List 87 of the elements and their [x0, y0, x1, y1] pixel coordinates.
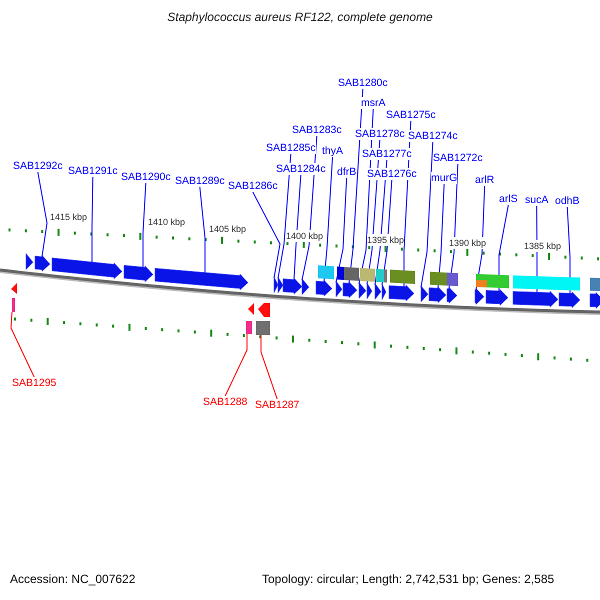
- leader-line: [420, 142, 434, 288]
- gene-block: [258, 303, 270, 317]
- gene-label: thyA: [322, 145, 344, 157]
- leader-line: [476, 186, 486, 290]
- gene-block: [366, 282, 372, 300]
- gene-block: [446, 286, 458, 304]
- gene-label: arlR: [475, 174, 494, 186]
- gene-label: SAB1295: [12, 377, 56, 389]
- leader-line: [448, 164, 458, 290]
- scale-label: 1385 kbp: [524, 240, 562, 252]
- gene-block: [316, 280, 332, 296]
- gene-block: [154, 268, 248, 290]
- leader-line: [199, 186, 206, 274]
- gene-block: [52, 258, 122, 280]
- gene-label: SAB1288: [203, 396, 248, 408]
- scale-label: 1405 kbp: [209, 223, 246, 235]
- gene-label: SAB1277c: [362, 148, 412, 160]
- gene-label: msrA: [361, 97, 386, 109]
- leader-line: [142, 182, 146, 268]
- gene-block: [34, 255, 50, 272]
- gene-block: [274, 276, 278, 293]
- leader-line: [566, 206, 570, 294]
- gene-block: [342, 282, 358, 298]
- gene-box: [256, 321, 270, 335]
- scale-label: 1390 kbp: [449, 237, 486, 249]
- gene-block: [336, 280, 342, 298]
- gene-label: SAB1287: [255, 399, 300, 411]
- gene-block: [124, 265, 154, 282]
- scale-label: 1395 kbp: [367, 234, 404, 246]
- gene-label: SAB1292c: [13, 160, 63, 172]
- leader-line: [294, 174, 302, 280]
- title: Staphylococcus aureus RF122, complete genome: [166, 11, 434, 23]
- leader-line: [336, 178, 348, 283]
- leader-line: [260, 334, 278, 400]
- gene-label: SAB1280c: [338, 77, 388, 89]
- gene-block: [590, 292, 600, 309]
- gene-label: SAB1291c: [68, 165, 118, 177]
- gene-block: [11, 283, 17, 294]
- gene-block: [282, 278, 302, 294]
- gene-box: [12, 298, 15, 312]
- gene-label: sucA: [525, 194, 548, 206]
- leader-line: [348, 88, 364, 284]
- gene-label: murG: [431, 172, 458, 184]
- leader-line: [37, 172, 48, 258]
- footer-text: Accession: NC_007622: [10, 573, 136, 585]
- gene-label: odhB: [555, 195, 580, 207]
- gene-label: SAB1285c: [266, 142, 316, 154]
- leader-line: [92, 176, 94, 263]
- gene-label: SAB1275c: [386, 109, 436, 121]
- gene-block: [278, 276, 284, 294]
- gene-box: [246, 321, 252, 334]
- gene-label: SAB1283c: [292, 124, 342, 136]
- gene-block: [358, 282, 366, 299]
- gene-label: SAB1276c: [367, 168, 417, 180]
- leader-line: [278, 154, 292, 279]
- gene-block: [26, 253, 34, 270]
- gene-block: [248, 303, 254, 315]
- leader-line: [224, 334, 248, 396]
- gene-label: SAB1286c: [228, 180, 278, 192]
- gene-block: [388, 284, 414, 302]
- footer-text: Topology: circular; Length: 2,742,531 bp; Genes: 2,585: [262, 573, 554, 585]
- leader-line: [252, 192, 281, 279]
- leader-line: [498, 204, 509, 292]
- gene-label: arlS: [499, 193, 518, 205]
- gene-block: [558, 292, 580, 308]
- scale-label: 1415 kbp: [50, 211, 88, 223]
- gene-block: [428, 286, 446, 303]
- scale-label: 1410 kbp: [148, 216, 186, 228]
- gene-block: [420, 286, 428, 302]
- gene-label: SAB1274c: [408, 130, 458, 142]
- leader-line: [438, 184, 445, 289]
- scale-label: 1400 kbp: [286, 230, 324, 242]
- gene-label: SAB1290c: [121, 171, 171, 183]
- gene-label: SAB1284c: [276, 163, 326, 175]
- gene-block: [512, 290, 558, 308]
- gene-label: SAB1278c: [355, 128, 405, 140]
- gene-block: [486, 289, 508, 306]
- gene-block: [474, 288, 484, 305]
- gene-block: [302, 278, 310, 295]
- gene-label: SAB1289c: [175, 175, 225, 187]
- gene-block: [382, 283, 386, 300]
- leader-line: [324, 156, 333, 282]
- gene-label: dfrB: [337, 166, 356, 178]
- gene-block: [374, 283, 382, 300]
- leader-line: [10, 312, 35, 378]
- gene-label: SAB1272c: [433, 152, 483, 164]
- leader-line: [382, 180, 392, 286]
